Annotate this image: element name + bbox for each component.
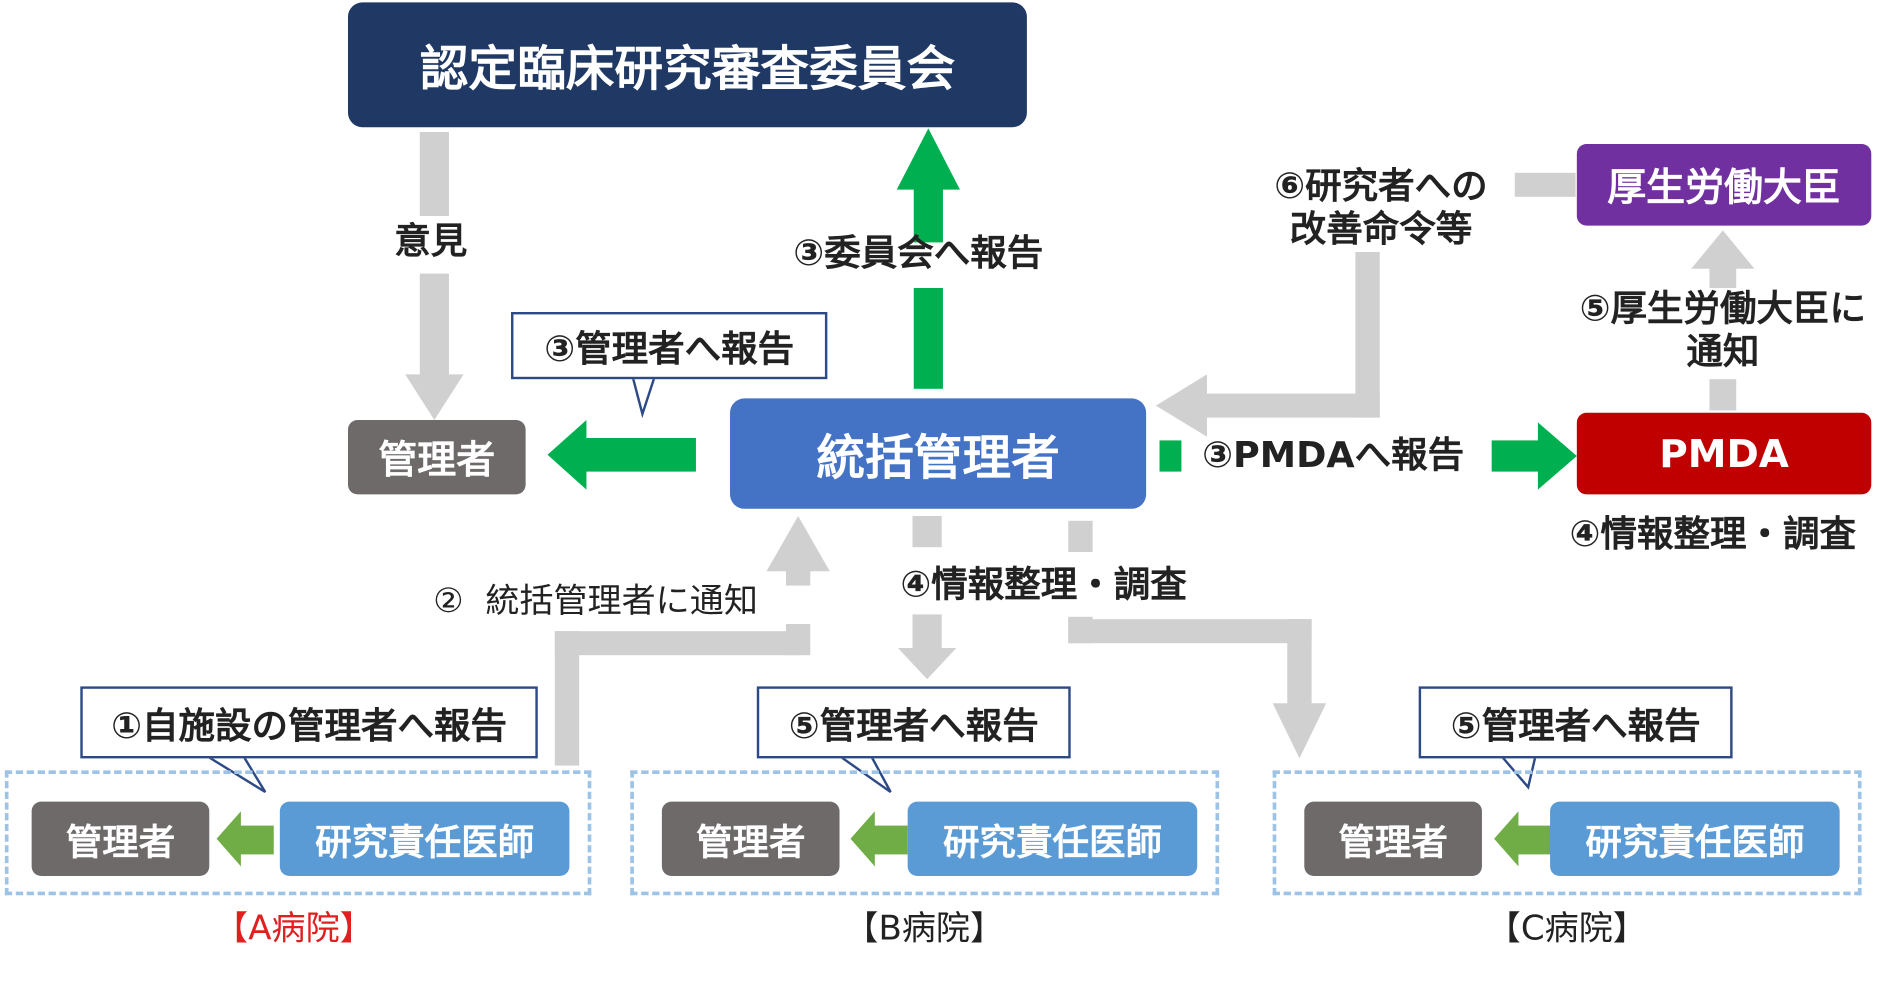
improve-order-label: ⑥研究者への 改善命令等 <box>1253 166 1509 252</box>
hospital-b-callout: ⑤管理者へ報告 <box>756 686 1071 759</box>
investigate-c-arrow <box>1068 520 1327 759</box>
hospital-c-label: 【C病院】 <box>1486 908 1647 949</box>
hospital-arrows <box>216 811 1552 867</box>
hospital-c-callout-label: ⑤管理者へ報告 <box>1450 705 1701 748</box>
notify-minister-label: ⑤厚生労働大臣に 通知 <box>1565 288 1881 374</box>
hospital-a-callout: ①自施設の管理者へ報告 <box>80 686 538 759</box>
notify-general-label: ② 統括管理者に通知 <box>433 580 758 621</box>
hospital-a-manager-box: 管理者 <box>31 801 210 877</box>
hospital-c-doctor-box: 研究責任医師 <box>1550 801 1840 877</box>
minister-label: 厚生労働大臣 <box>1607 164 1841 211</box>
hospital-a-doctor-box: 研究責任医師 <box>279 801 570 877</box>
investigate-b-arrow <box>897 516 957 680</box>
report-manager-label: ③管理者へ報告 <box>544 328 795 371</box>
hospital-a-manager-label: 管理者 <box>65 822 176 865</box>
hospital-b-manager-label: 管理者 <box>695 822 806 865</box>
notify-minister-arrow <box>1691 230 1755 411</box>
notify-minister-line1: ⑤厚生労働大臣に <box>1579 288 1867 330</box>
hospital-c-doctor-label: 研究責任医師 <box>1585 822 1805 865</box>
hospital-c-callout: ⑤管理者へ報告 <box>1418 686 1733 759</box>
hospital-a-callout-label: ①自施設の管理者へ報告 <box>111 705 508 748</box>
report-committee-label: ③委員会へ報告 <box>793 232 1044 275</box>
hospital-c-frame <box>1272 770 1862 896</box>
improve-order-arrow <box>1155 172 1576 437</box>
pmda-investigate-label: ④情報整理・調査 <box>1569 513 1856 556</box>
hospital-b-manager-box: 管理者 <box>661 801 840 877</box>
notify-general-arrow <box>554 516 830 766</box>
improve-order-line1: ⑥研究者への <box>1274 165 1488 208</box>
hospital-c-manager-box: 管理者 <box>1304 801 1482 877</box>
pmda-label: PMDA <box>1659 430 1789 477</box>
hospital-b-doctor-box: 研究責任医師 <box>907 801 1198 877</box>
hospital-b-frame <box>630 770 1220 896</box>
hospital-b-callout-label: ⑤管理者へ報告 <box>788 705 1039 748</box>
committee-box: 認定臨床研究審査委員会 <box>347 2 1027 128</box>
report-committee-arrow <box>896 128 960 389</box>
opinion-label: 意見 <box>394 220 468 263</box>
hospital-b-label: 【B病院】 <box>844 908 1005 949</box>
general-manager-box: 統括管理者 <box>730 398 1147 509</box>
investigate-label: ④情報整理・調査 <box>900 564 1187 606</box>
report-manager-callout: ③管理者へ報告 <box>511 312 828 380</box>
report-pmda-arrow <box>1159 422 1577 490</box>
hospital-b-doctor-label: 研究責任医師 <box>942 822 1162 865</box>
manager-top-box: 管理者 <box>347 420 526 495</box>
notify-minister-line2: 通知 <box>1686 331 1760 374</box>
committee-label: 認定臨床研究審査委員会 <box>419 42 956 98</box>
hospital-a-label: 【A病院】 <box>214 908 374 949</box>
improve-order-line2: 改善命令等 <box>1289 208 1473 251</box>
report-manager-arrow <box>547 420 696 490</box>
hospital-c-manager-label: 管理者 <box>1338 822 1448 865</box>
general-manager-label: 統括管理者 <box>816 430 1060 487</box>
pmda-box: PMDA <box>1576 412 1872 495</box>
opinion-arrow <box>405 132 464 421</box>
hospital-a-frame <box>4 770 592 896</box>
minister-box: 厚生労働大臣 <box>1576 144 1872 226</box>
report-pmda-label: ③PMDAへ報告 <box>1202 434 1465 477</box>
manager-top-label: 管理者 <box>378 436 496 483</box>
hospital-a-doctor-label: 研究責任医師 <box>315 822 535 865</box>
